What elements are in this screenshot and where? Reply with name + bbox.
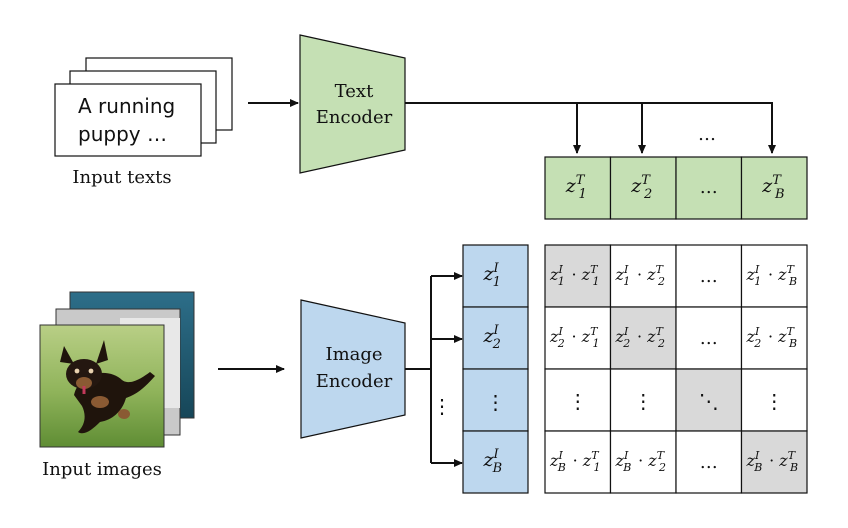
text-embedding-cell: … bbox=[675, 156, 743, 220]
text-embedding-ellipsis: … bbox=[700, 177, 718, 198]
matrix-ddots: ⋱ bbox=[699, 389, 719, 413]
image-embedding-vdots: ⋮ bbox=[486, 390, 506, 414]
input-text-line-2: puppy … bbox=[78, 122, 167, 146]
input-text-stack: A running puppy … bbox=[54, 57, 233, 157]
matrix-vdots: ⋮ bbox=[633, 389, 653, 413]
text-encoder-label-2: Encoder bbox=[316, 107, 393, 128]
matrix-vdots: ⋮ bbox=[568, 389, 588, 413]
matrix-ellipsis: … bbox=[700, 452, 718, 473]
similarity-cell: ⋮ bbox=[740, 368, 808, 432]
matrix-ellipsis: … bbox=[700, 328, 718, 349]
similarity-cell: … bbox=[675, 306, 743, 370]
similarity-cell: ⋮ bbox=[544, 368, 612, 432]
text-output-connector bbox=[405, 102, 776, 154]
puppy-body-icon bbox=[74, 372, 155, 434]
image-encoder-label-1: Image bbox=[325, 344, 382, 365]
text-encoder-block bbox=[299, 34, 406, 174]
input-text-line-1: A running bbox=[78, 94, 175, 118]
input-images-caption: Input images bbox=[42, 459, 162, 480]
similarity-cell-diagonal: ⋱ bbox=[675, 368, 743, 432]
text-encoder-label-1: Text bbox=[335, 81, 374, 102]
similarity-cell: … bbox=[675, 430, 743, 494]
image-encoder-block bbox=[300, 299, 406, 439]
similarity-cell: … bbox=[675, 244, 743, 308]
input-image-stack bbox=[39, 291, 195, 448]
image-output-connector bbox=[405, 272, 463, 467]
image-branch-vdots: ⋮ bbox=[432, 394, 452, 418]
matrix-vdots: ⋮ bbox=[764, 389, 784, 413]
text-card-front bbox=[54, 83, 202, 157]
image-encoder-label-2: Encoder bbox=[316, 371, 393, 392]
image-embedding-cell: ⋮ bbox=[462, 368, 529, 432]
matrix-ellipsis: … bbox=[700, 266, 718, 287]
similarity-cell: ⋮ bbox=[609, 368, 677, 432]
puppy-photo bbox=[39, 324, 165, 448]
text-drop-ellipsis: … bbox=[698, 124, 716, 145]
input-texts-caption: Input texts bbox=[72, 167, 171, 188]
